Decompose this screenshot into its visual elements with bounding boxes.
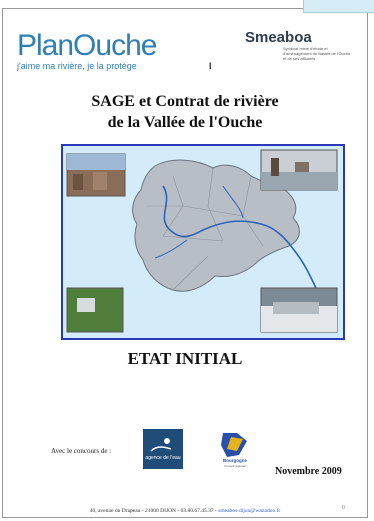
document-title: SAGE et Contrat de rivière de la Vallée …	[3, 91, 367, 133]
title-line-2: de la Vallée de l'Ouche	[107, 114, 263, 131]
header-mark: I	[209, 61, 212, 71]
footer-contact: 40, avenue du Drapeau - 21000 DIJON - 03…	[3, 508, 367, 514]
agence-eau-icon: agence de l'eau	[145, 438, 181, 461]
river-ouche	[162, 185, 326, 307]
document-page: PlanOuche j'aime ma rivière, je la protè…	[2, 8, 368, 518]
planouche-tagline: j'aime ma rivière, je la protège	[17, 61, 137, 71]
agence-eau-logo: agence de l'eau	[143, 429, 183, 469]
basin-map-svg	[66, 149, 338, 333]
basin-subdivisions	[147, 167, 264, 291]
partners-intro: Avec le concours de :	[51, 447, 112, 455]
title-line-1: SAGE et Contrat de rivière	[91, 93, 279, 110]
agence-eau-label: agence de l'eau	[145, 455, 180, 461]
footer-email[interactable]: smeabos-dijon@wanadoo.fr	[218, 508, 281, 514]
planouche-brand: PlanOuche	[17, 29, 157, 62]
bourgogne-icon: Bourgogne Conseil régional	[221, 433, 247, 468]
bourgogne-label: Bourgogne	[223, 458, 247, 463]
river-tributary	[154, 185, 244, 259]
document-date: Novembre 2009	[275, 466, 342, 477]
viewer-corner-tab	[303, 0, 374, 13]
smeaboa-subtitle: Syndicat mixte d'étude et d'aménagement …	[283, 46, 351, 61]
footer-address: 40, avenue du Drapeau - 21000 DIJON - 03…	[89, 508, 219, 514]
smeaboa-logo: Smeaboa Syndicat mixte d'étude et d'amén…	[245, 29, 353, 61]
bourgogne-sub: Conseil régional	[224, 464, 246, 468]
smeaboa-brand: Smeaboa	[245, 29, 312, 46]
bourgogne-logo: Bourgogne Conseil régional	[217, 429, 253, 469]
page-number: 0	[342, 505, 345, 511]
basin-map	[61, 144, 345, 340]
planouche-logo: PlanOuche j'aime ma rivière, je la protè…	[17, 29, 157, 71]
section-title: ETAT INITIAL	[127, 349, 243, 368]
